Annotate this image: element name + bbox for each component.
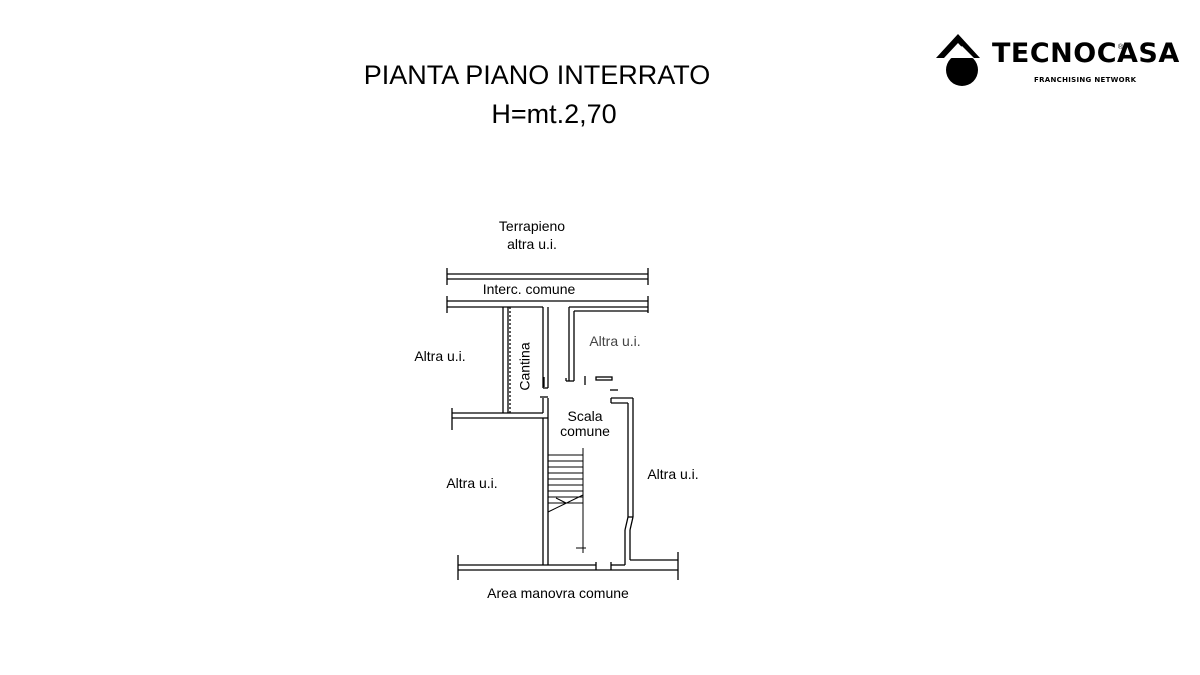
label-altra-ui-left-upper: Altra u.i. xyxy=(414,348,466,364)
label-altra-ui-right-upper: Altra u.i. xyxy=(589,333,641,349)
logo-registered: ® xyxy=(1118,44,1124,51)
door-markers xyxy=(540,376,618,398)
label-scala-comune: comune xyxy=(560,423,610,439)
staircase xyxy=(547,448,586,553)
house-icon xyxy=(936,34,980,86)
label-area-manovra: Area manovra comune xyxy=(487,585,629,601)
label-cantina: Cantina xyxy=(516,342,533,391)
right-walls xyxy=(610,397,678,565)
label-altra-ui-right-lower: Altra u.i. xyxy=(647,466,699,482)
label-altra-ui-top: altra u.i. xyxy=(507,236,557,252)
label-terrapieno: Terrapieno xyxy=(498,218,566,234)
corridor-walls xyxy=(542,307,648,389)
cantina-walls xyxy=(502,307,511,413)
label-altra-ui-left-lower: Altra u.i. xyxy=(446,475,498,491)
bottom-wall xyxy=(457,552,679,580)
logo-tagline: FRANCHISING NETWORK xyxy=(1034,76,1137,84)
plan-height: H=mt.2,70 xyxy=(491,99,617,129)
logo-name: TECNOCASA xyxy=(992,38,1180,69)
plan-title: PIANTA PIANO INTERRATO xyxy=(363,60,711,90)
label-scala: Scala xyxy=(567,408,603,424)
label-interc-comune: Interc. comune xyxy=(482,281,576,297)
top-wall xyxy=(446,268,649,313)
middle-wall xyxy=(451,398,549,565)
